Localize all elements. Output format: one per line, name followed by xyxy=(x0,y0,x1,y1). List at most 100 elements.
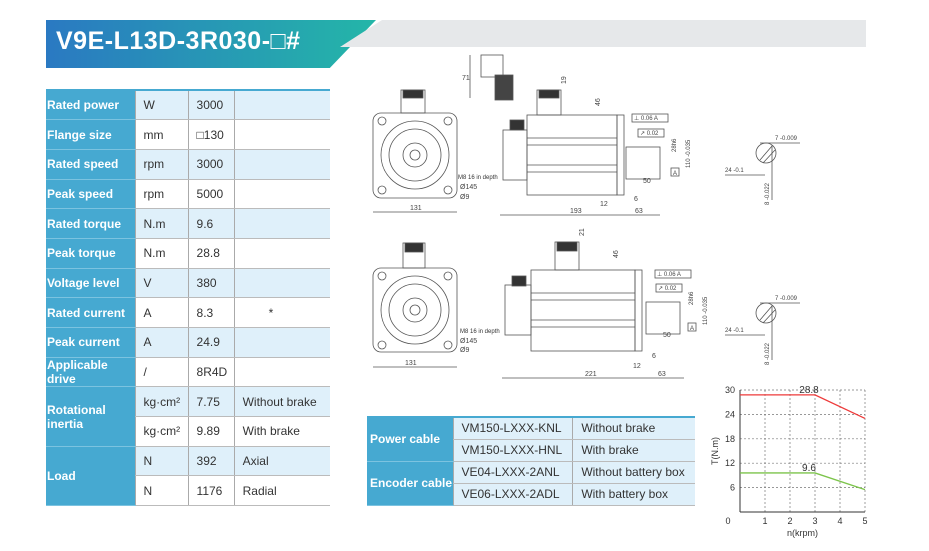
key-view-bottom: 7 -0.009 24 -0.1 8 -0.022 xyxy=(725,296,800,365)
spec-unit: N.m xyxy=(134,238,189,269)
front-view-top: 131 M8 16 in depth Ø145 Ø9 xyxy=(372,89,498,213)
spec-value: 8R4D xyxy=(187,357,235,388)
series-data-label: 9.6 xyxy=(802,463,816,474)
spec-unit: kg·cm² xyxy=(134,416,189,447)
spigot-dim: 110 -0.035 xyxy=(703,296,709,325)
thread-label: M8 16 in depth xyxy=(460,329,500,335)
x-tick-label: 3 xyxy=(812,516,817,526)
spec-value: 7.75 xyxy=(187,386,235,418)
spec-unit: kg·cm² xyxy=(134,386,189,418)
shaft-dim: 28h6 xyxy=(672,138,678,152)
dim-46: 46 xyxy=(613,250,620,258)
x-tick-label: 5 xyxy=(862,516,867,526)
key-width-dim: 7 -0.009 xyxy=(775,136,798,142)
spec-value: 24.9 xyxy=(187,327,235,358)
spec-value: 392 xyxy=(187,446,235,477)
datum-a: A xyxy=(673,171,677,177)
elbow-connector-view: 71 xyxy=(462,54,514,101)
cable-model: VM150-LXXX-HNL xyxy=(452,439,573,462)
spec-note: Without brake xyxy=(233,386,330,418)
spec-unit: rpm xyxy=(134,179,189,210)
spec-note: Axial xyxy=(233,446,330,477)
spec-value: □130 xyxy=(187,119,235,150)
spec-unit: / xyxy=(134,357,189,388)
series-line-0 xyxy=(740,394,866,420)
spec-unit: mm xyxy=(134,119,189,150)
dim-50: 50 xyxy=(643,178,651,185)
spec-label: Rotational inertia xyxy=(46,386,135,447)
thread-label: M8 16 in depth xyxy=(458,175,498,181)
spec-note xyxy=(233,357,330,388)
hole-label: Ø9 xyxy=(460,347,469,354)
spec-label: Rated torque xyxy=(46,208,135,239)
dim-6: 6 xyxy=(652,353,656,360)
model-title: V9E-L13D-3R030-□# xyxy=(56,27,301,55)
spec-note xyxy=(233,119,330,150)
hole-label: Ø9 xyxy=(460,194,469,201)
perpendicularity-tolerance: ⊥ 0.06 A xyxy=(657,271,681,278)
dim-71: 71 xyxy=(462,75,470,82)
spec-value: 3000 xyxy=(187,90,235,121)
cable-model: VE04-LXXX-2ANL xyxy=(452,461,573,484)
spigot-dim: 110 -0.035 xyxy=(686,139,692,168)
spec-note xyxy=(233,90,330,121)
spec-label: Voltage level xyxy=(46,268,135,299)
dim-6: 6 xyxy=(634,196,638,203)
cable-desc: Without battery box xyxy=(572,461,695,484)
spec-unit: N xyxy=(134,475,189,507)
cable-model: VE06-LXXX-2ADL xyxy=(452,483,573,506)
key-depth-dim: 8 -0.022 xyxy=(765,182,771,205)
spec-note xyxy=(233,179,330,210)
spec-label: Rated speed xyxy=(46,149,135,180)
series-line-1 xyxy=(740,472,866,491)
spec-unit: N.m xyxy=(134,208,189,239)
key-width-dim: 7 -0.009 xyxy=(775,296,798,302)
spec-label: Rated power xyxy=(46,90,135,121)
spec-note xyxy=(233,238,330,269)
dim-63: 63 xyxy=(635,208,643,215)
spec-note: Radial xyxy=(233,475,330,507)
spec-row: Applicable drive/8R4D xyxy=(46,357,330,388)
cable-model: VM150-LXXX-KNL xyxy=(452,417,573,440)
spec-unit: A xyxy=(134,327,189,358)
spec-note xyxy=(233,268,330,299)
side-view-bottom: 221 63 12 6 50 21 46 ⊥ 0.06 A ↗ 0.02 28h… xyxy=(502,228,709,379)
cable-label: Encoder cable xyxy=(367,461,453,506)
dim-131: 131 xyxy=(410,205,422,212)
spec-label: Peak torque xyxy=(46,238,135,269)
spec-value: 3000 xyxy=(187,149,235,180)
datum-a: A xyxy=(690,326,694,332)
dim-21: 21 xyxy=(579,228,586,236)
x-tick-label: 2 xyxy=(787,516,792,526)
header-strip xyxy=(340,20,866,47)
cable-desc: With brake xyxy=(572,439,695,462)
perpendicularity-tolerance: ⊥ 0.06 A xyxy=(634,115,658,122)
title-banner: V9E-L13D-3R030-□# xyxy=(46,20,376,68)
y-tick-label: 6 xyxy=(730,483,735,493)
runout-tolerance: ↗ 0.02 xyxy=(658,286,677,292)
x-tick-label: 0 xyxy=(725,516,730,526)
dim-46: 46 xyxy=(595,98,602,106)
dim-50: 50 xyxy=(663,332,671,339)
spec-note xyxy=(233,149,330,180)
runout-tolerance: ↗ 0.02 xyxy=(640,131,659,137)
dim-12: 12 xyxy=(600,201,608,208)
spec-unit: A xyxy=(134,297,189,328)
